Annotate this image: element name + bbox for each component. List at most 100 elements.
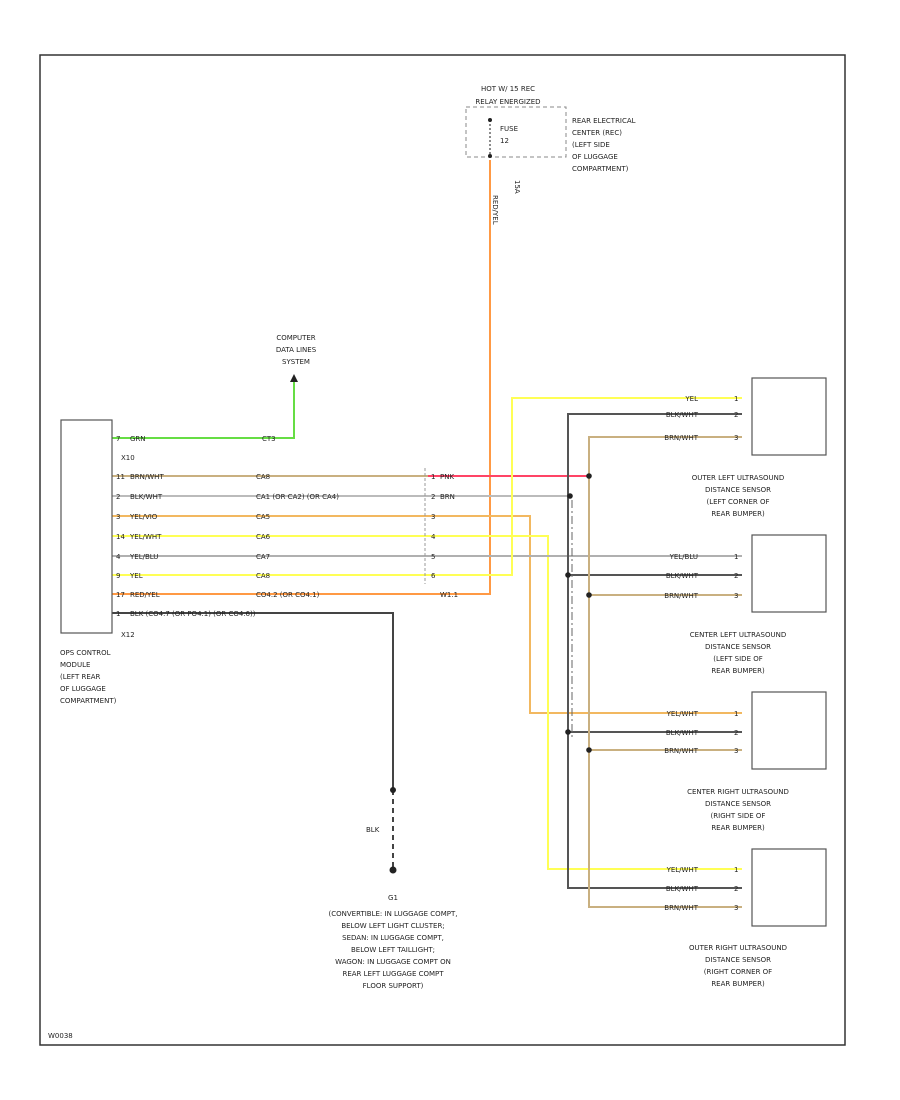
- s2-wire-1: YEL/BLU: [669, 553, 698, 561]
- pin-1-ckt: CA8: [256, 473, 270, 481]
- pin-0: 7: [116, 435, 120, 443]
- cdl-arrow-icon: [290, 374, 298, 382]
- s2-name-1: CENTER LEFT ULTRASOUND: [690, 631, 786, 639]
- s1-wire-2: BLK/WHT: [666, 411, 699, 419]
- sensor-outer-right: [751, 848, 827, 927]
- pin-4: 14: [116, 533, 125, 541]
- s3-name-1: CENTER RIGHT ULTRASOUND: [687, 788, 789, 796]
- s4-pin-2: 2: [734, 885, 738, 893]
- wire-blk-ground: [112, 612, 394, 790]
- s1-name-4: REAR BUMPER): [711, 510, 765, 518]
- splice-dot: [567, 493, 573, 499]
- pin-2-ckt: CA1 (OR CA2) (OR CA4): [256, 493, 339, 501]
- rec-line-1: REAR ELECTRICAL: [572, 117, 636, 125]
- sensor-center-left: [751, 534, 827, 613]
- pin-8-ckt: BLK (CO4.7 (OR PO4.1) (OR CO4.6)): [130, 610, 256, 618]
- fuse-dot-bottom: [488, 154, 492, 158]
- pin-4-color: YEL/WHT: [129, 533, 162, 541]
- pin-1: 11: [116, 473, 125, 481]
- s4-name-2: DISTANCE SENSOR: [705, 956, 771, 964]
- pin-7-color: RED/YEL: [130, 591, 160, 599]
- s4-name-3: (RIGHT CORNER OF: [704, 968, 772, 976]
- s4-pin-3: 3: [734, 904, 738, 912]
- pin-7-ckt: CO4.2 (OR CO4.1): [256, 591, 320, 599]
- cdl-line-1: COMPUTER: [276, 334, 315, 342]
- pin-1-color: BRN/WHT: [130, 473, 164, 481]
- fuse-amp: 15A: [513, 180, 521, 194]
- wire-yel-wht: [112, 535, 742, 870]
- ground-desc-1: (CONVERTIBLE: IN LUGGAGE COMPT,: [329, 910, 458, 918]
- s2-label: BRN: [440, 493, 455, 501]
- s2-name-4: REAR BUMPER): [711, 667, 765, 675]
- ground-desc-2: BELOW LEFT LIGHT CLUSTER;: [341, 922, 444, 930]
- module-name-4: OF LUGGAGE: [60, 685, 106, 693]
- s1-name-1: OUTER LEFT ULTRASOUND: [692, 474, 785, 482]
- pin-3-color: YEL/VIO: [129, 513, 158, 521]
- s3-pin-3: 3: [734, 747, 738, 755]
- pin-5: 4: [116, 553, 121, 561]
- pin-6: 9: [116, 572, 120, 580]
- rec-line-2: CENTER (REC): [572, 129, 622, 137]
- s-pin-4: 4: [431, 533, 436, 541]
- module-name-1: OPS CONTROL: [60, 649, 111, 657]
- pin-2-color: BLK/WHT: [130, 493, 163, 501]
- relay-label: RELAY ENERGIZED: [475, 98, 540, 106]
- ground-wire-label: BLK: [366, 826, 380, 834]
- wire-grn-cdl: [112, 382, 295, 439]
- s1-pin-3: 3: [734, 434, 738, 442]
- s1-wire-3: BRN/WHT: [664, 434, 698, 442]
- ground-name: G1: [388, 894, 398, 902]
- rec-dashed-box: [465, 106, 567, 158]
- pin-0-ckt: CT3: [262, 435, 276, 443]
- s3-pin-2: 2: [734, 729, 738, 737]
- pin-6-ckt: CA8: [256, 572, 270, 580]
- wire-yel: [112, 397, 742, 576]
- splice-dot: [565, 572, 571, 578]
- fuse-number: 12: [500, 137, 509, 145]
- rec-line-4: OF LUGGAGE: [572, 153, 618, 161]
- s4-name-1: OUTER RIGHT ULTRASOUND: [689, 944, 787, 952]
- sensor-center-right: [751, 691, 827, 770]
- diagram-id: W0038: [48, 1032, 73, 1040]
- cdl-line-3: SYSTEM: [282, 358, 310, 366]
- s3-wire-3: BRN/WHT: [664, 747, 698, 755]
- s3-wire-2: BLK/WHT: [666, 729, 699, 737]
- pin-3: 3: [116, 513, 120, 521]
- wire-blk-wht-bus: [567, 413, 742, 889]
- ground-desc-7: FLOOR SUPPORT): [363, 982, 424, 990]
- splice-dot: [586, 473, 592, 479]
- wire-brn-wht-bus: [588, 436, 742, 908]
- pin-2: 2: [116, 493, 120, 501]
- s2-pin: 2: [431, 493, 435, 501]
- ground-point-icon: [389, 866, 397, 874]
- splice-dot: [586, 592, 592, 598]
- s2-name-3: (LEFT SIDE OF: [713, 655, 763, 663]
- pin-0-color: GRN: [130, 435, 146, 443]
- wire-red-yel-power: [112, 160, 491, 595]
- s4-wire-2: BLK/WHT: [666, 885, 699, 893]
- cdl-line-2: DATA LINES: [276, 346, 317, 354]
- s2-pin-1: 1: [734, 553, 738, 561]
- pin-5-color: YEL/BLU: [129, 553, 158, 561]
- s-pin-6: 6: [431, 572, 436, 580]
- s4-wire-1: YEL/WHT: [666, 866, 699, 874]
- hot-label: HOT W/ 15 REC: [481, 85, 535, 93]
- power-wire-label: RED/YEL: [491, 195, 499, 225]
- module-name-3: (LEFT REAR: [60, 673, 101, 681]
- rec-line-5: COMPARTMENT): [572, 165, 629, 173]
- splice-dot: [586, 747, 592, 753]
- module-name-2: MODULE: [60, 661, 90, 669]
- ground-dot-top: [390, 787, 396, 793]
- s4-wire-3: BRN/WHT: [664, 904, 698, 912]
- s3-name-3: (RIGHT SIDE OF: [711, 812, 766, 820]
- pin-5-ckt: CA7: [256, 553, 270, 561]
- ground-desc-6: REAR LEFT LUGGAGE COMPT: [342, 970, 444, 978]
- s4-name-4: REAR BUMPER): [711, 980, 765, 988]
- diagram-frame: [39, 54, 846, 1046]
- fuse-dot-top: [488, 118, 492, 122]
- sensor-outer-left: [751, 377, 827, 456]
- splice-dot: [565, 729, 571, 735]
- pin-4-ckt: CA6: [256, 533, 271, 541]
- pin-3-ckt: CA5: [256, 513, 270, 521]
